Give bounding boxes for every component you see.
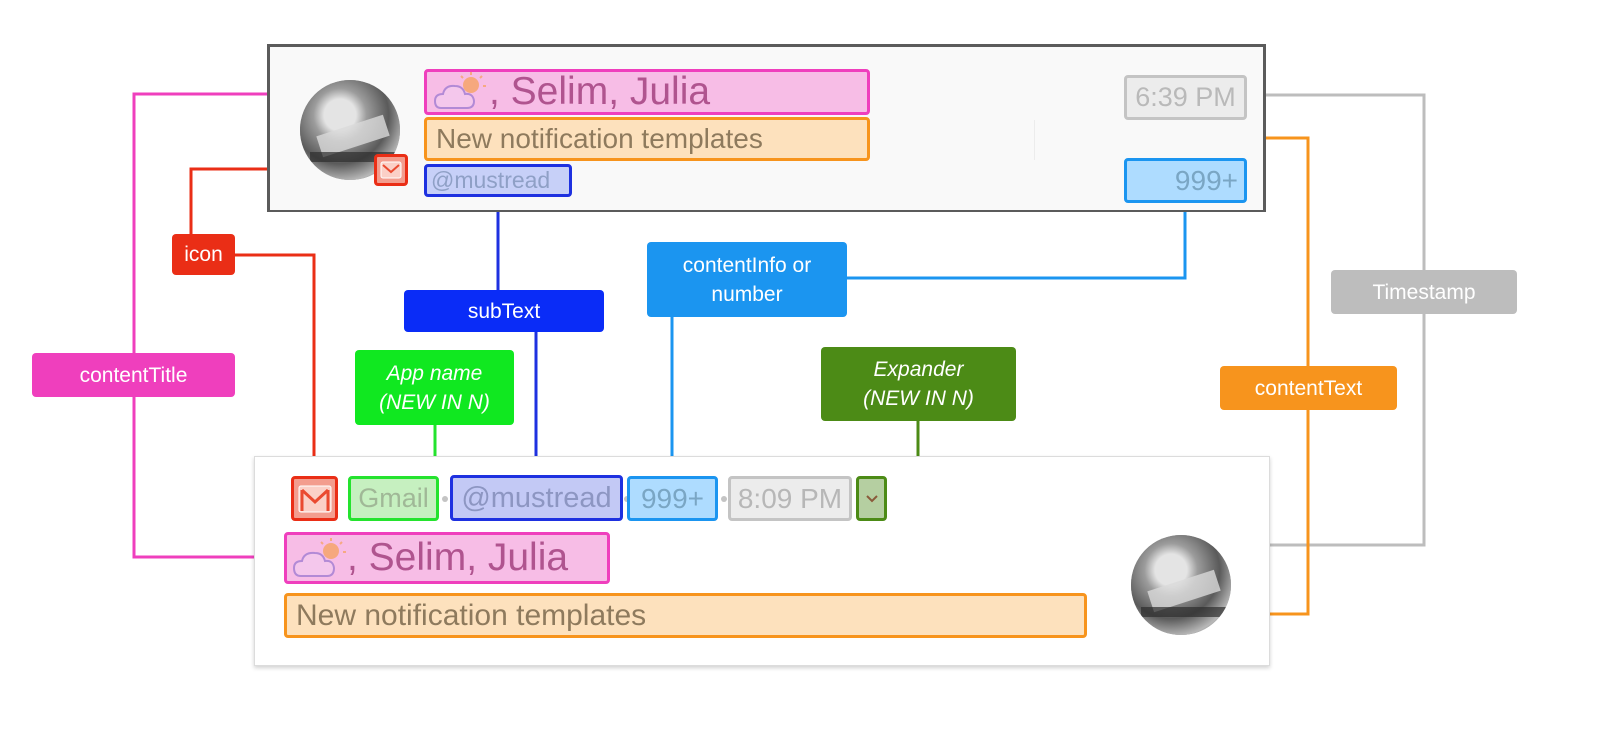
new-content-title: , Selim, Julia — [284, 532, 610, 584]
chevron-down-icon — [865, 494, 878, 502]
new-content-info-value: 999+ — [640, 482, 705, 514]
label-content-title: contentTitle — [32, 353, 235, 397]
expander-button[interactable] — [856, 476, 887, 521]
old-gmail-icon — [374, 154, 408, 186]
old-content-title: , Selim, Julia — [424, 69, 870, 115]
old-content-info-value: 999+ — [1174, 164, 1238, 196]
new-content-title-text: , Selim, Julia — [347, 536, 569, 579]
new-content-info: 999+ — [627, 476, 718, 521]
label-content-text: contentText — [1220, 366, 1397, 410]
old-content-text: New notification templates — [424, 117, 870, 161]
content-info-connector-top — [846, 203, 1187, 280]
old-content-info: 999+ — [1124, 158, 1247, 203]
old-subtext-value: @mustread — [431, 167, 551, 193]
old-content-title-text: , Selim, Julia — [489, 70, 711, 113]
old-subtext: @mustread — [424, 164, 572, 197]
label-content-info: contentInfo or number — [647, 242, 847, 317]
label-icon: icon — [172, 234, 235, 275]
icon-connector-2 — [234, 253, 316, 478]
new-subtext: @mustread — [450, 475, 623, 521]
new-avatar — [1131, 535, 1231, 635]
new-timestamp: 8:09 PM — [728, 476, 852, 521]
new-app-name: Gmail — [348, 476, 439, 521]
new-gmail-icon — [291, 476, 338, 521]
new-timestamp-value: 8:09 PM — [737, 482, 843, 514]
old-content-text-value: New notification templates — [436, 123, 763, 154]
label-subtext: subText — [404, 290, 604, 332]
new-content-text-value: New notification templates — [296, 598, 647, 632]
old-timestamp-value: 6:39 PM — [1135, 82, 1236, 112]
new-content-text: New notification templates — [284, 593, 1087, 638]
weather-cloud-sun-icon — [433, 72, 486, 109]
label-app-name: App name (NEW IN N) — [355, 350, 514, 425]
new-subtext-value: @mustread — [461, 481, 612, 514]
label-expander: Expander (NEW IN N) — [821, 347, 1016, 421]
label-timestamp: Timestamp — [1331, 270, 1517, 314]
separator-dot — [721, 496, 727, 502]
new-app-name-value: Gmail — [358, 483, 429, 513]
separator-dot — [442, 496, 448, 502]
old-timestamp: 6:39 PM — [1124, 75, 1247, 120]
old-card-divider — [1034, 120, 1035, 160]
weather-cloud-sun-icon — [292, 538, 346, 577]
